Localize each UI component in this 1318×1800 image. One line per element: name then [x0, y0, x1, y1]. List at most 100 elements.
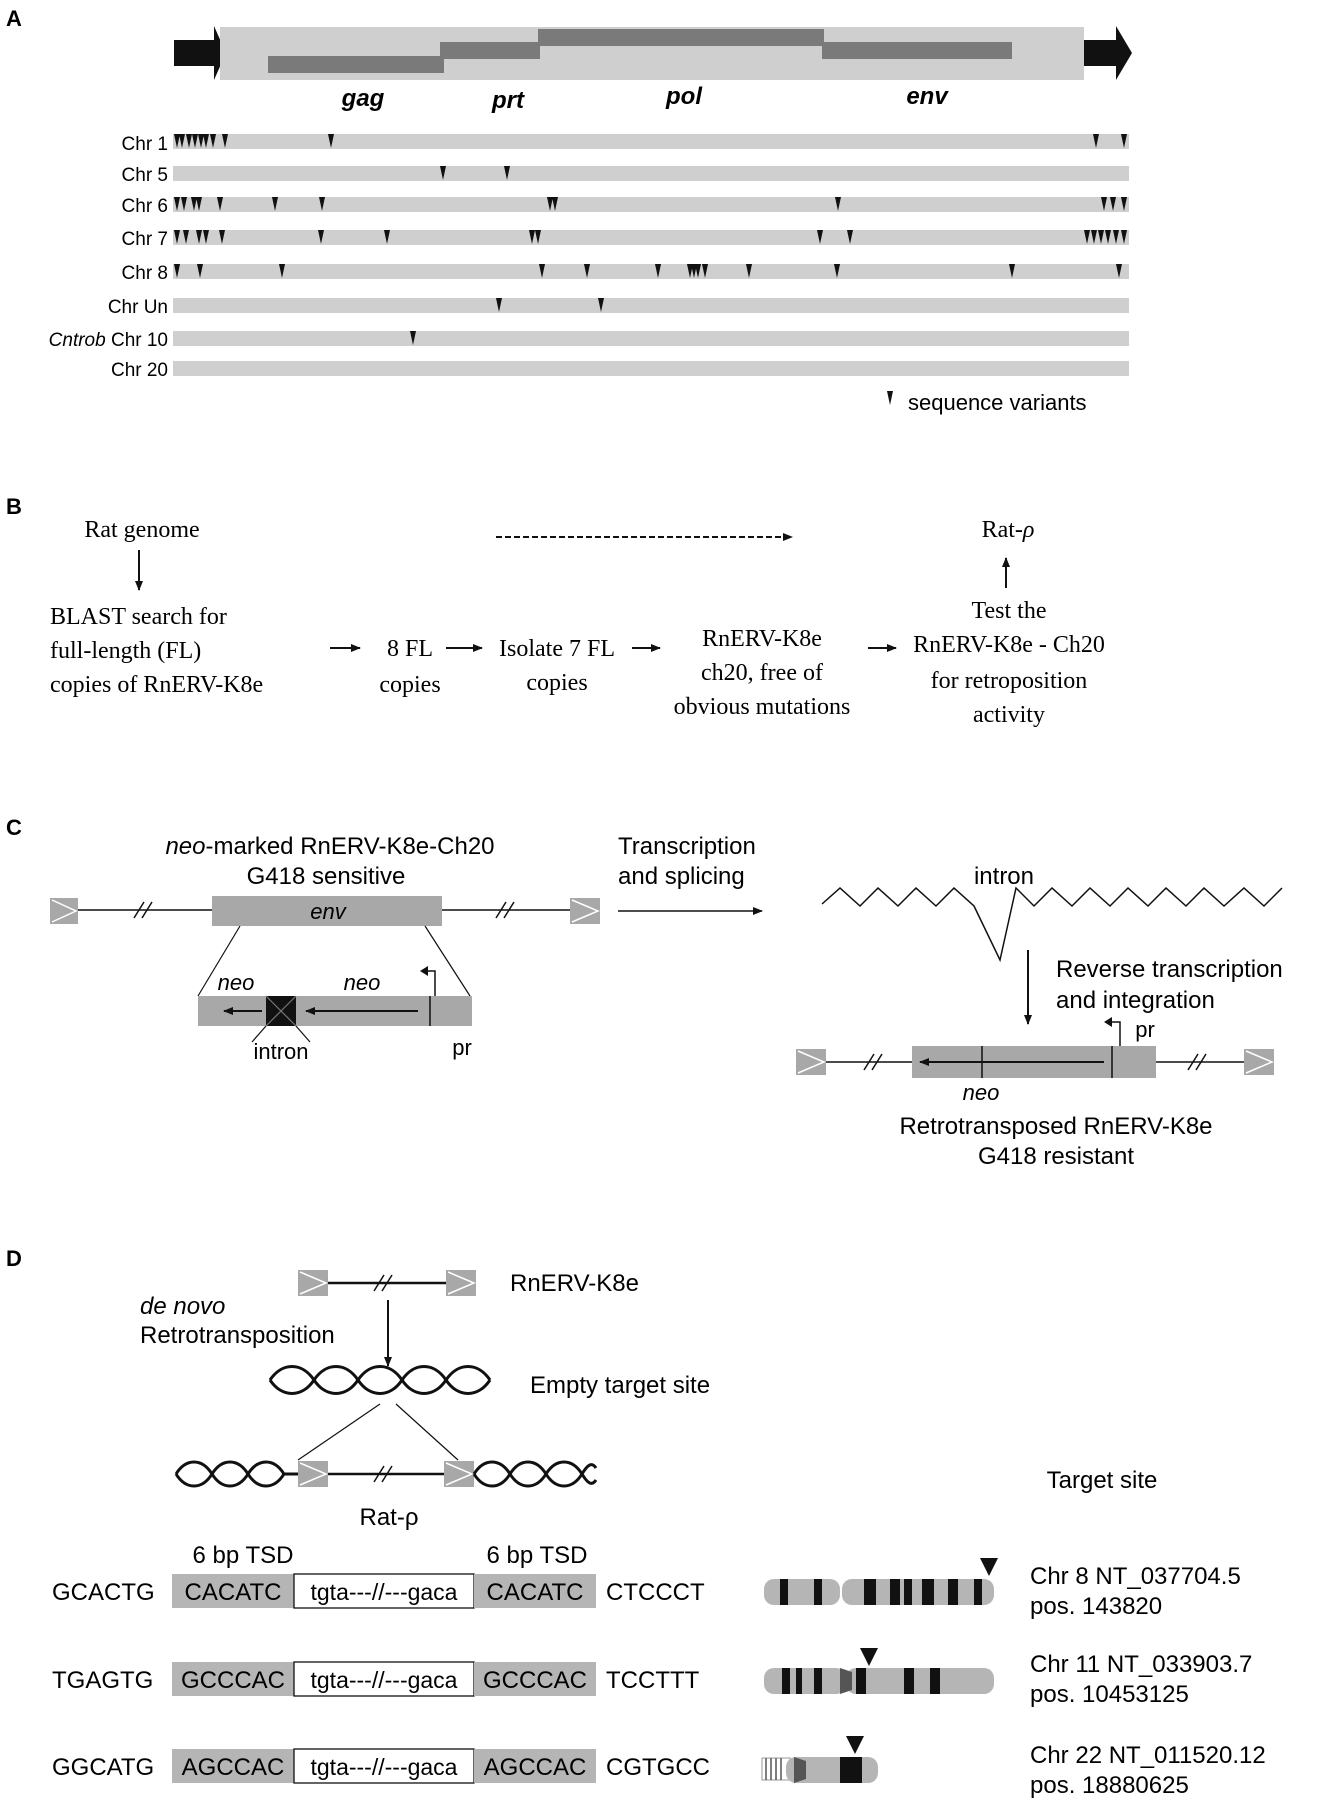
- rat-genome-label: Rat genome: [84, 517, 199, 543]
- site-2-line-2: pos. 10453125: [1030, 1681, 1189, 1708]
- band: [974, 1579, 982, 1605]
- variant-mark: [319, 197, 325, 211]
- break-mark: [381, 1465, 393, 1483]
- g418-sensitive-label: G418 sensitive: [247, 863, 406, 890]
- tsd-box-right: [474, 1749, 596, 1783]
- neo-label-right: neo: [344, 970, 381, 995]
- band: [904, 1579, 912, 1605]
- isolate-line-1: Isolate 7 FL: [499, 636, 615, 662]
- right-ltr-arrow: [1084, 26, 1132, 80]
- promoter-bent-arrow: [422, 970, 436, 996]
- break-mark: [503, 901, 515, 919]
- variant-mark: [192, 134, 198, 148]
- rna-intron-label: intron: [974, 863, 1034, 890]
- ltr-chevron: [797, 1050, 826, 1074]
- variant-mark: [1121, 197, 1127, 211]
- tsd-box-left: [172, 1574, 294, 1608]
- band: [930, 1668, 940, 1694]
- tsd-box-right: [474, 1574, 596, 1608]
- intron-label: intron: [253, 1039, 308, 1064]
- break-mark: [1187, 1053, 1199, 1071]
- track-label: Chr Un: [108, 297, 168, 318]
- zoom-line: [424, 925, 471, 997]
- construct-bottom: [796, 1017, 1274, 1078]
- variant-mark: [279, 264, 285, 278]
- insert-seq: tgta---//---gaca: [311, 1667, 458, 1693]
- test-line-1: Test the: [972, 598, 1047, 624]
- neo-marked-label: neo-marked RnERV-K8e-Ch20: [165, 833, 494, 860]
- isolate-line-2: copies: [526, 670, 587, 696]
- tsd-right: GCCCAC: [483, 1667, 587, 1694]
- break-mark: [871, 1053, 883, 1071]
- variant-mark: [328, 134, 334, 148]
- variant-mark: [1116, 264, 1122, 278]
- neo-cassette: [198, 966, 472, 1043]
- variant-mark: [174, 264, 180, 278]
- blast-line-2: full-length (FL): [50, 638, 201, 664]
- track-label: Cntrob Chr 10: [49, 330, 168, 351]
- variant-mark: [1101, 197, 1107, 211]
- variant-mark: [687, 264, 693, 278]
- band: [840, 1757, 862, 1783]
- test-line-3: for retroposition: [931, 668, 1088, 694]
- tsd-box-right: [474, 1662, 596, 1696]
- promoter-bent-arrow: [1106, 1021, 1121, 1046]
- track-label: Chr 1: [122, 134, 168, 155]
- prt-bar: [440, 42, 540, 59]
- track-bar: [173, 331, 1129, 346]
- insertion-marker: [846, 1736, 864, 1754]
- variant-mark: [1113, 230, 1119, 244]
- legend-variant-icon: [887, 391, 893, 405]
- panel-label-d: D: [6, 1246, 22, 1271]
- transcription-line-1: Transcription: [618, 833, 756, 860]
- tsd-left: CACATC: [185, 1579, 282, 1606]
- insert-box: [293, 1573, 475, 1609]
- env-label: env: [310, 899, 347, 924]
- variant-mark: [222, 134, 228, 148]
- variant-mark: [203, 134, 209, 148]
- variant-mark: [584, 264, 590, 278]
- site-1-line-1: Chr 8 NT_037704.5: [1030, 1563, 1241, 1590]
- ltr-chevron: [299, 1271, 328, 1295]
- variant-mark: [655, 264, 661, 278]
- rnerv-line-1: RnERV-K8e: [702, 626, 822, 652]
- sequence-row-2: TGAGTG GCCCAC tgta---//---gaca GCCCAC TC…: [52, 1661, 700, 1697]
- blast-line-3: copies of RnERV-K8e: [50, 672, 263, 698]
- sequence-variant-marks: [174, 134, 1127, 345]
- env-box: [212, 896, 442, 926]
- sequence-row-1: GCACTG CACATC tgta---//---gaca CACATC CT…: [52, 1573, 705, 1609]
- neo-label-left: neo: [218, 970, 255, 995]
- variant-mark: [529, 230, 535, 244]
- break-mark: [381, 1274, 393, 1292]
- site-3-line-1: Chr 22 NT_011520.12: [1030, 1742, 1266, 1769]
- retrotransposition-label: Retrotransposition: [140, 1322, 335, 1349]
- variant-mark: [219, 230, 225, 244]
- band: [782, 1668, 790, 1694]
- variant-mark: [1009, 264, 1015, 278]
- band: [948, 1579, 958, 1605]
- variant-mark: [496, 298, 502, 312]
- variant-mark: [547, 197, 553, 211]
- insertion-marker: [860, 1648, 878, 1666]
- helix-strand: [472, 1460, 598, 1488]
- promoter-arrowhead: [420, 966, 428, 976]
- variant-mark: [746, 264, 752, 278]
- site-3-line-2: pos. 18880625: [1030, 1772, 1189, 1799]
- chromosome-arm: [846, 1668, 994, 1694]
- centromere: [794, 1757, 806, 1783]
- variant-mark: [198, 134, 204, 148]
- transcription-line-2: and splicing: [618, 863, 745, 890]
- band: [814, 1668, 822, 1694]
- ltr-chevron: [571, 899, 600, 923]
- gene-label-gag: gag: [341, 85, 385, 112]
- tsd-box-left: [172, 1749, 294, 1783]
- ideogram-chr11: [764, 1648, 994, 1694]
- variant-mark: [691, 264, 697, 278]
- variant-mark: [210, 134, 216, 148]
- ltr-chevron: [51, 899, 78, 923]
- variant-mark: [1093, 134, 1099, 148]
- variant-mark: [835, 197, 841, 211]
- site-1-line-2: pos. 143820: [1030, 1593, 1162, 1620]
- tsd-right: CACATC: [487, 1579, 584, 1606]
